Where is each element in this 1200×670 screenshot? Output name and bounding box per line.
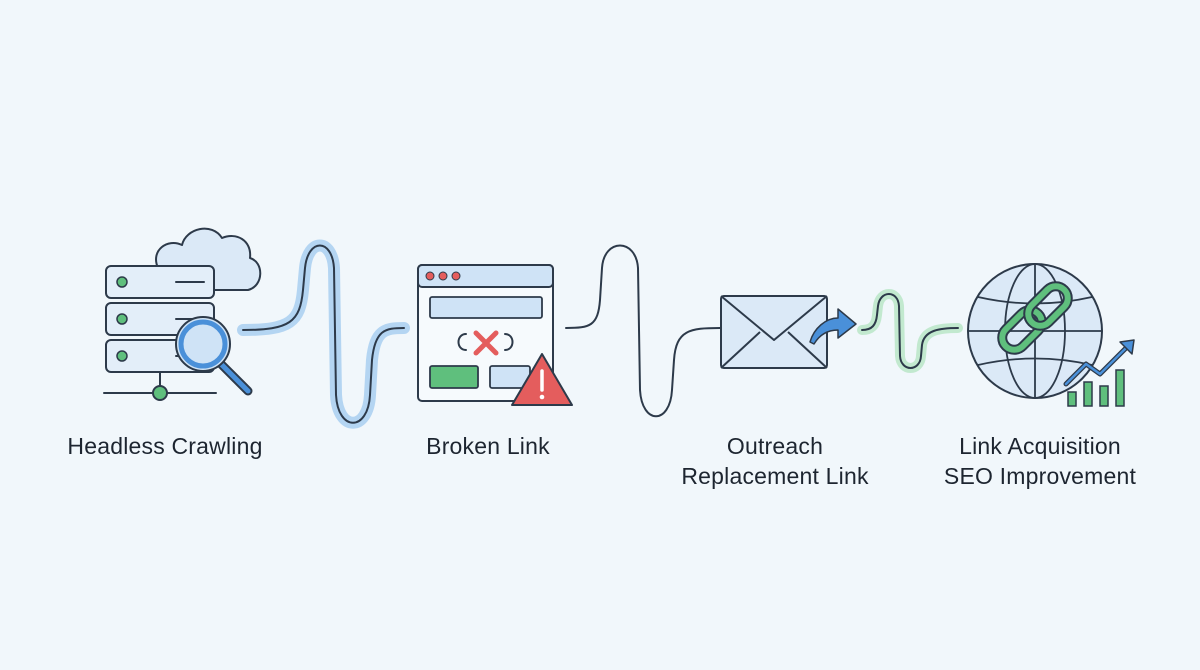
broken-link-browser-icon xyxy=(417,264,573,406)
step-label-line: Outreach xyxy=(726,433,824,459)
chain-link-icon xyxy=(997,281,1073,355)
step-label-outreach: Outreach Replacement Link xyxy=(655,431,895,491)
envelope-send-icon xyxy=(720,295,857,369)
growth-chart-icon xyxy=(1063,339,1135,407)
magnifier-icon xyxy=(175,316,253,396)
step-label-headless-crawling: Headless Crawling xyxy=(40,431,290,461)
globe-link-growth-icon xyxy=(967,263,1135,407)
red-x-icon xyxy=(473,330,499,356)
connector-crawl-to-broken xyxy=(237,239,410,429)
connector-broken-to-outreach xyxy=(565,244,721,418)
send-arrow-icon xyxy=(809,308,857,345)
step-label-broken-link: Broken Link xyxy=(388,431,588,461)
step-label-line: Link Acquisition xyxy=(959,433,1121,459)
warning-icon xyxy=(511,353,573,406)
step-label-line: Broken Link xyxy=(426,433,550,459)
connector-outreach-to-acquisition xyxy=(857,289,963,373)
step-label-line: Replacement Link xyxy=(681,463,869,489)
server-search-icon xyxy=(103,227,262,401)
step-label-link-acquisition: Link Acquisition SEO Improvement xyxy=(920,431,1160,491)
step-label-line: SEO Improvement xyxy=(943,463,1137,489)
step-label-line: Headless Crawling xyxy=(67,433,263,459)
